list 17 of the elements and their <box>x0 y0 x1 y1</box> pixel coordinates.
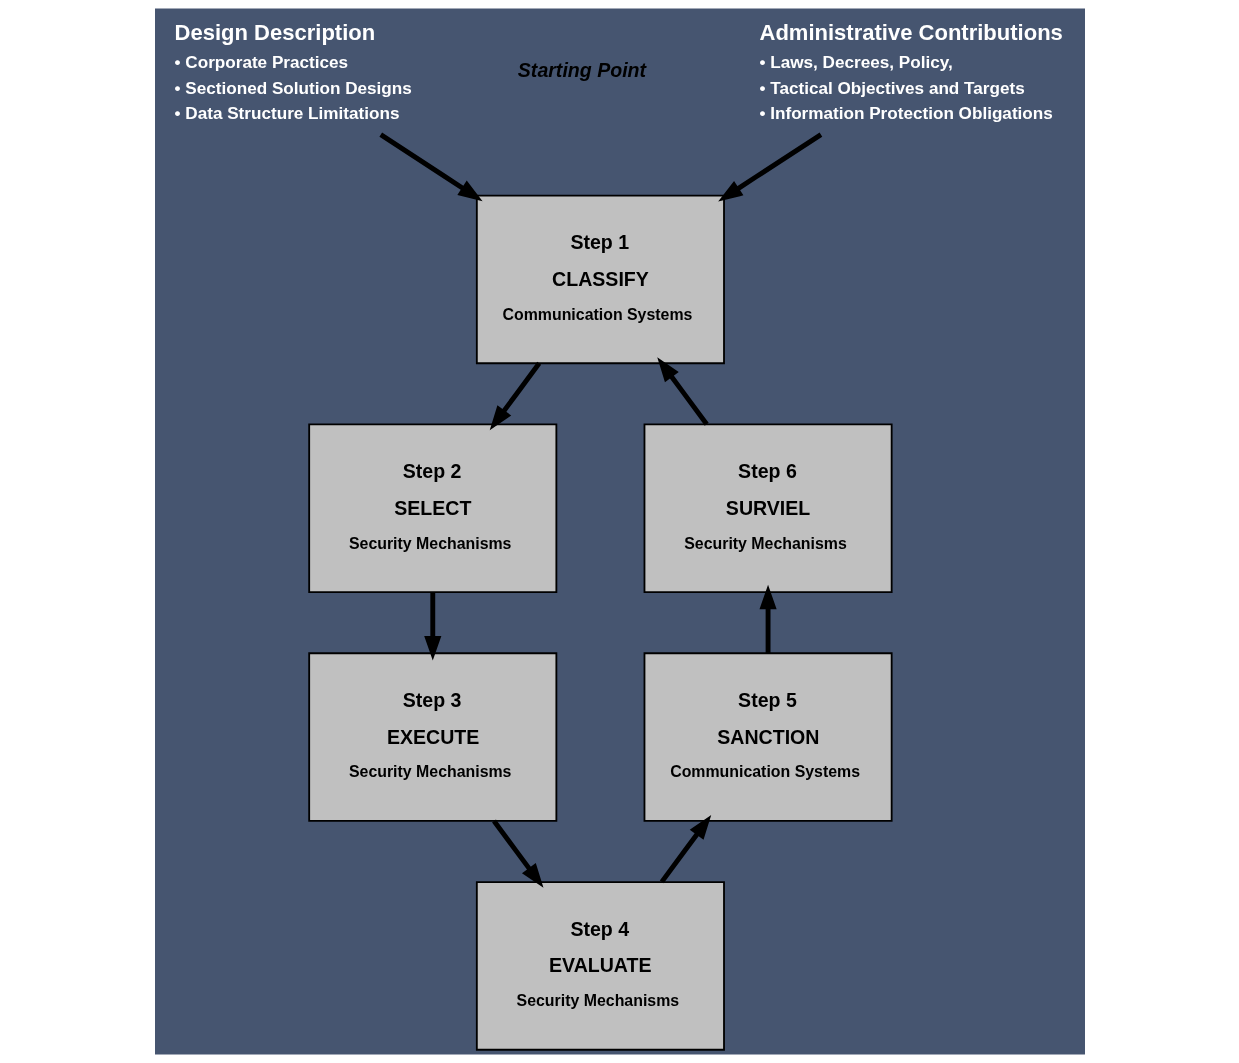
arrow <box>759 584 777 653</box>
node-box: Step 1 CLASSIFY Communication Systems <box>475 194 725 365</box>
node-box: Step 4 EVALUATE Security Mechanisms <box>475 881 725 1051</box>
node-box: Step 2 SELECT Security Mechanisms <box>307 423 557 593</box>
arrow <box>489 361 541 431</box>
node-box: Step 5 SANCTION Communication Systems <box>643 652 893 822</box>
arrow <box>423 592 441 661</box>
node-text: Design Description • Corporate Practices • Sectioned Solution Designs • Data Structure Limitations <box>174 20 412 124</box>
arrow <box>378 132 483 202</box>
arrow <box>717 132 822 202</box>
node-box: Step 3 EXECUTE Security Mechanisms <box>307 652 557 822</box>
arrow <box>659 815 711 884</box>
node-box: Step 6 SURVIEL Security Mechanisms <box>643 423 893 593</box>
arrow <box>491 819 543 888</box>
label: Starting Point <box>517 59 646 82</box>
node-text: Administrative Contributions • Laws, Decrees, Policy, • Tactical Objectives and Targets • Information Protection Obligations <box>759 20 1063 124</box>
arrow <box>656 357 709 426</box>
